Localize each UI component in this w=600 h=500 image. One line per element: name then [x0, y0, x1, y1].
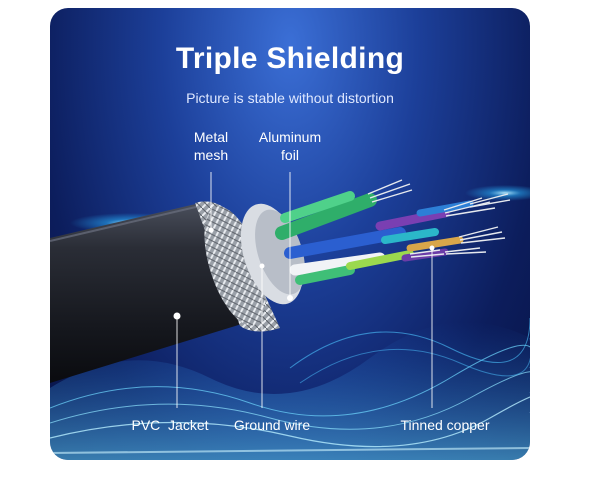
metal-mesh [195, 201, 280, 332]
indicator-lines [176, 172, 433, 408]
product-banner: Triple Shielding Picture is stable witho… [50, 8, 530, 460]
page-subtitle: Picture is stable without distortion [186, 90, 394, 106]
aluminum-foil-label: Aluminum foil [258, 129, 322, 163]
ground-wire-label: Ground wire [233, 417, 311, 433]
copper-strands [367, 179, 511, 258]
pvc-jacket-label: PVC Jacket [131, 417, 209, 433]
inner-wires [275, 191, 474, 285]
cable-illustration [50, 172, 530, 460]
pvc-jacket [50, 203, 245, 383]
page-title: Triple Shielding [175, 42, 405, 75]
indicator-dots [173, 227, 435, 320]
metal-mesh-label: Metal mesh [193, 129, 229, 163]
tinned-copper-label: Tinned copper [400, 417, 490, 433]
wave-background [50, 317, 530, 460]
